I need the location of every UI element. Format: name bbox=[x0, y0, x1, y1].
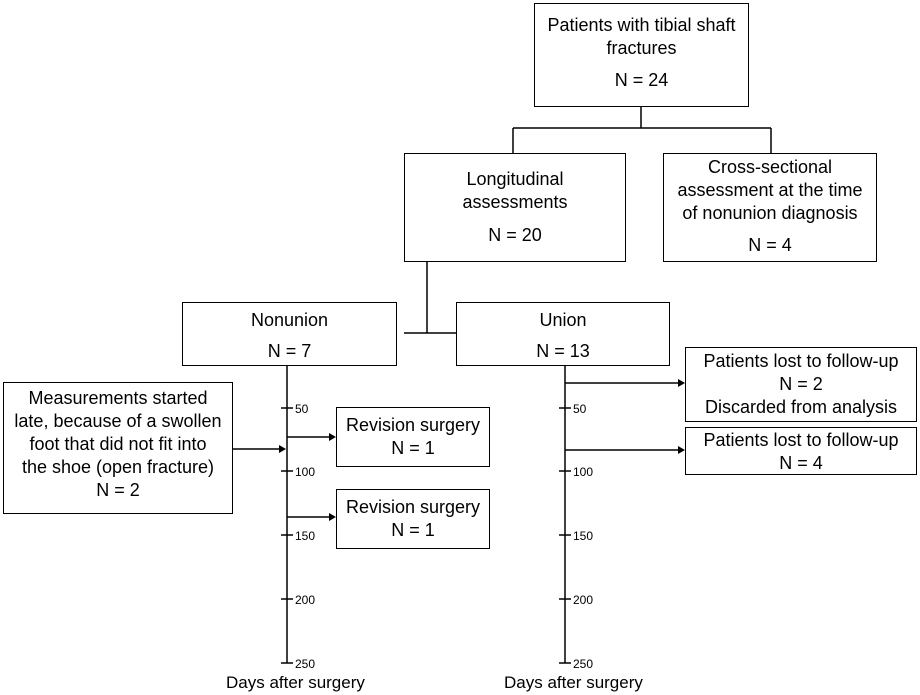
lost-1-count: N = 2 bbox=[779, 374, 823, 394]
lost-to-follow-up-box-2: Patients lost to follow-up N = 4 bbox=[685, 427, 917, 475]
nonunion-tick-150: 150 bbox=[295, 529, 316, 543]
union-tick-250: 250 bbox=[573, 657, 594, 671]
root-label-line2: fractures bbox=[606, 38, 677, 58]
revision-1-count: N = 1 bbox=[391, 438, 435, 458]
nonunion-axis-label: Days after surgery bbox=[226, 673, 365, 692]
longitudinal-label-line2: assessments bbox=[462, 192, 568, 212]
nonunion-tick-200: 200 bbox=[295, 593, 316, 607]
lost-to-follow-up-box-1: Patients lost to follow-up N = 2 Discard… bbox=[685, 347, 917, 422]
revision-2-count: N = 1 bbox=[391, 520, 435, 540]
nonunion-count: N = 7 bbox=[267, 341, 312, 361]
cross-sectional-line2: assessment at the time bbox=[677, 180, 863, 200]
nonunion-tick-100: 100 bbox=[295, 465, 316, 479]
nonunion-tick-50: 50 bbox=[295, 402, 309, 416]
union-count: N = 13 bbox=[536, 341, 590, 361]
root-label-line1: Patients with tibial shaft bbox=[547, 15, 736, 35]
nonunion-box: Nonunion N = 7 bbox=[182, 302, 397, 366]
lost-2-count: N = 4 bbox=[779, 453, 823, 473]
nonunion-tick-250: 250 bbox=[295, 657, 316, 671]
revision-1-title: Revision surgery bbox=[345, 415, 481, 435]
cross-sectional-box: Cross-sectional assessment at the time o… bbox=[663, 153, 877, 262]
union-tick-150: 150 bbox=[573, 529, 594, 543]
lost-2-title: Patients lost to follow-up bbox=[703, 430, 899, 450]
cross-sectional-line1: Cross-sectional bbox=[707, 157, 833, 177]
late-start-line2: late, because of a swollen bbox=[14, 411, 222, 431]
late-start-count: N = 2 bbox=[96, 480, 140, 500]
longitudinal-label-line1: Longitudinal bbox=[466, 169, 564, 189]
union-axis-label: Days after surgery bbox=[504, 673, 643, 692]
union-tick-50: 50 bbox=[573, 402, 587, 416]
late-start-line4: the shoe (open fracture) bbox=[21, 457, 215, 477]
union-tick-100: 100 bbox=[573, 465, 594, 479]
union-box: Union N = 13 bbox=[456, 302, 670, 366]
root-count: N = 24 bbox=[614, 70, 669, 90]
revision-2-title: Revision surgery bbox=[345, 497, 481, 517]
late-start-line3: foot that did not fit into bbox=[29, 434, 207, 454]
root-box: Patients with tibial shaft fractures N =… bbox=[534, 3, 749, 107]
union-title: Union bbox=[539, 310, 587, 330]
cross-sectional-count: N = 4 bbox=[748, 235, 792, 255]
lost-1-title: Patients lost to follow-up bbox=[703, 351, 899, 371]
lost-1-note: Discarded from analysis bbox=[704, 397, 898, 417]
longitudinal-count: N = 20 bbox=[488, 225, 542, 245]
nonunion-title: Nonunion bbox=[250, 310, 329, 330]
revision-surgery-box-2: Revision surgery N = 1 bbox=[336, 489, 490, 549]
union-tick-200: 200 bbox=[573, 593, 594, 607]
late-start-line1: Measurements started bbox=[28, 388, 208, 408]
revision-surgery-box-1: Revision surgery N = 1 bbox=[336, 407, 490, 467]
late-start-box: Measurements started late, because of a … bbox=[3, 382, 233, 514]
cross-sectional-line3: of nonunion diagnosis bbox=[682, 203, 858, 223]
longitudinal-box: Longitudinal assessments N = 20 bbox=[404, 153, 626, 262]
